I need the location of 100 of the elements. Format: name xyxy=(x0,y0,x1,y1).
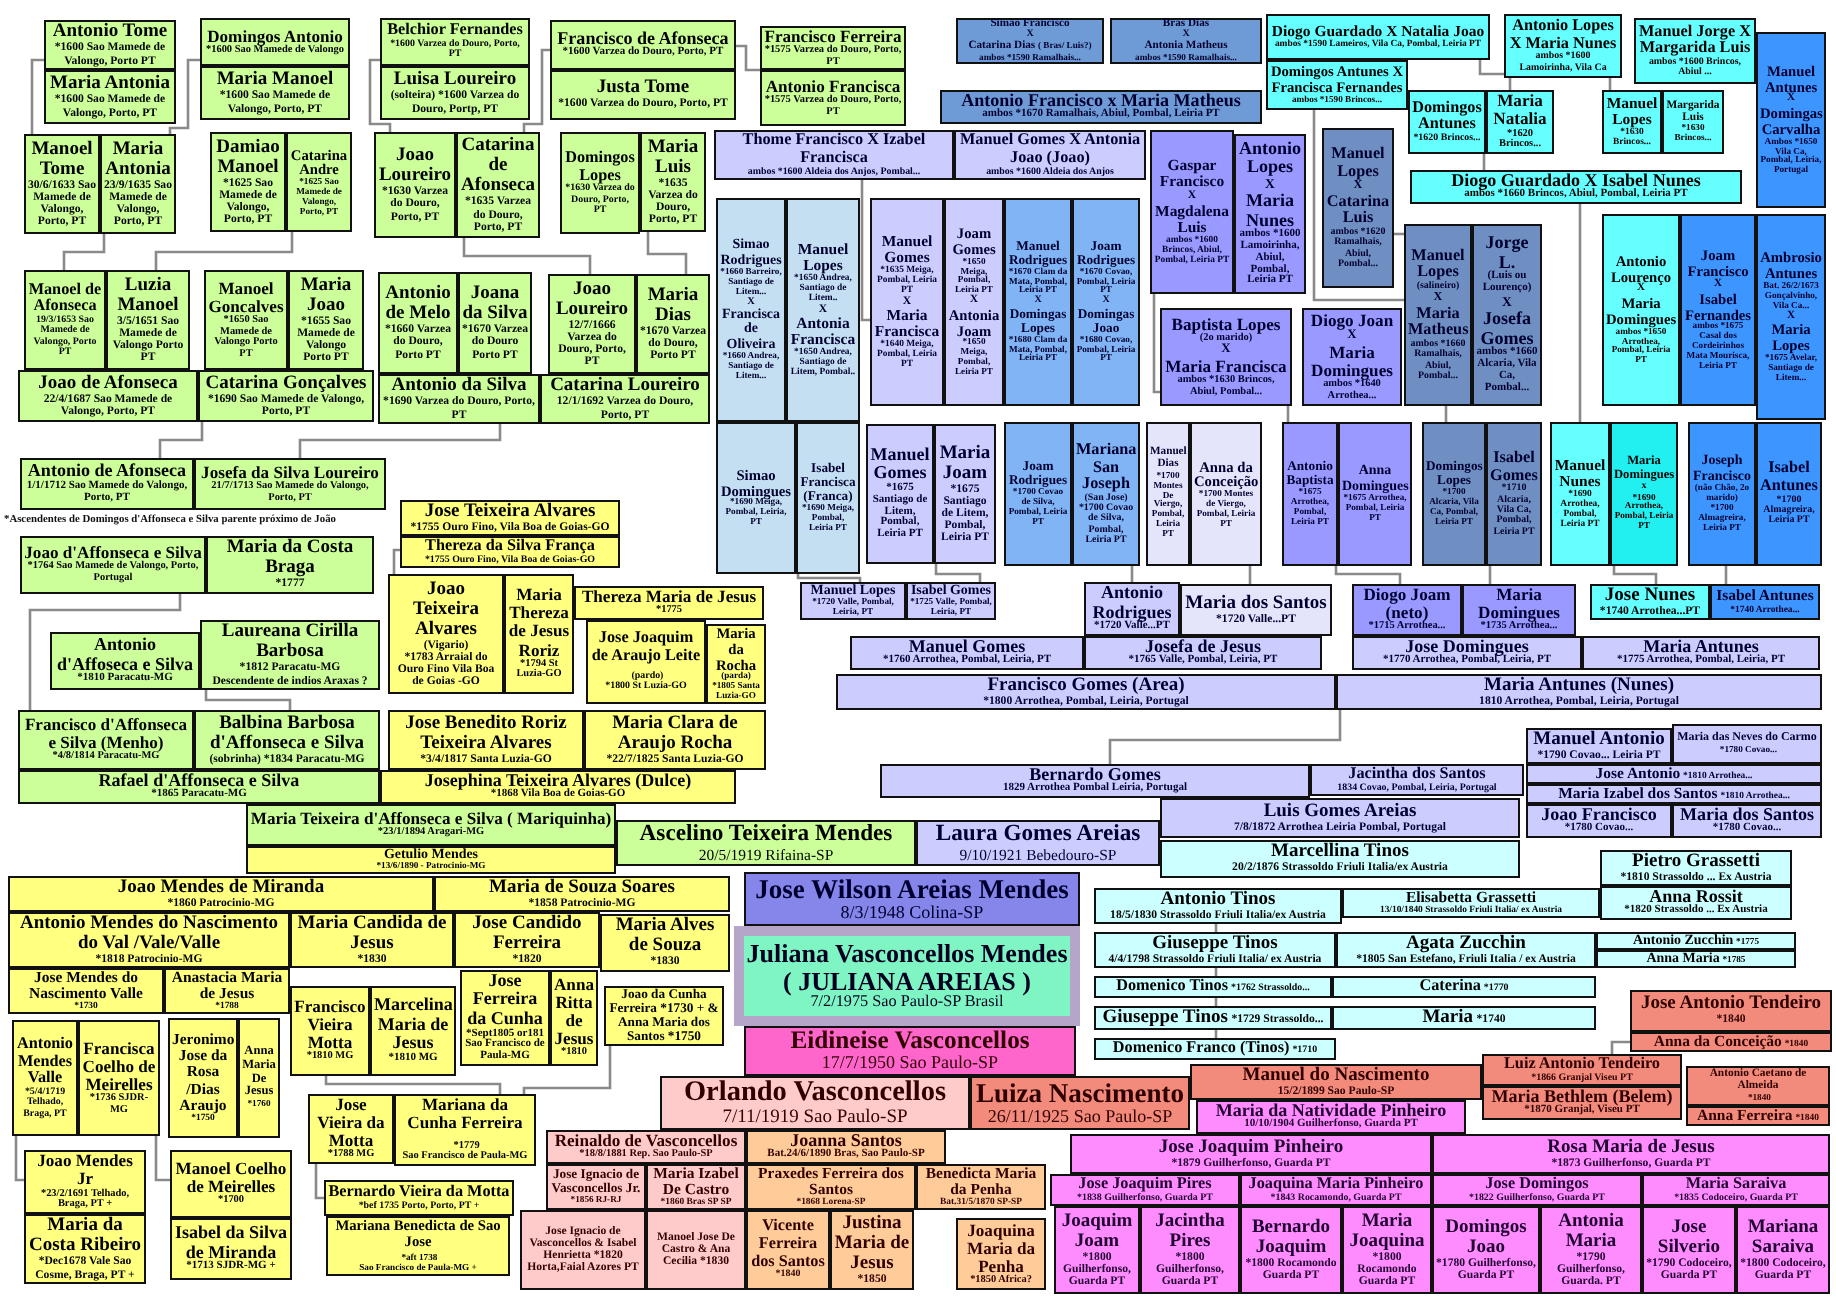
person-name: Manoel de Afonseca xyxy=(28,281,102,315)
person-name: Maria xyxy=(1422,1007,1474,1029)
person-box xyxy=(550,70,736,120)
person-name: Maria Alves de Souza xyxy=(613,916,717,957)
person-box xyxy=(836,674,1336,710)
person-box xyxy=(380,18,530,66)
person-box xyxy=(1332,1006,1596,1030)
person-box xyxy=(636,274,710,374)
connector-line xyxy=(1334,566,1402,584)
person-name: Laureana Cirilla Barbosa xyxy=(219,622,361,663)
person-box xyxy=(1526,728,1672,764)
person-box xyxy=(1630,990,1832,1032)
connector-line xyxy=(1612,566,1658,584)
person-box xyxy=(574,586,764,620)
person-name: Rosa Maria de Jesus xyxy=(1547,1137,1715,1158)
person-box xyxy=(1710,584,1820,620)
person-name: Maria Teixeira d'Affonseca e Silva ( Mariquinha) xyxy=(250,810,612,829)
person-name: Luiza Nascimento xyxy=(975,1079,1185,1108)
person-name: Manoel Tome xyxy=(29,139,95,180)
person-name: Jose Benedito Roriz Teixeira Alvares xyxy=(403,713,569,754)
person-name: Domingos Lopes xyxy=(564,149,636,184)
person-box xyxy=(546,1164,646,1210)
person-box xyxy=(786,198,860,422)
person-name: Belchior Fernandes xyxy=(387,22,523,39)
person-name: Pietro Grassetti xyxy=(1632,851,1760,872)
person-box xyxy=(290,912,454,968)
person-box xyxy=(246,846,616,874)
person-name: Jorge L. xyxy=(1483,234,1531,272)
person-box xyxy=(1432,1174,1642,1206)
person-box xyxy=(380,770,736,804)
person-name: Joao Teixeira Alvares xyxy=(411,579,481,640)
person-name: Reinaldo de Vasconcellos xyxy=(554,1132,738,1151)
person-box xyxy=(18,370,198,422)
person-name: Antonio Tinos xyxy=(1160,889,1276,910)
person-name: Maria Antonia xyxy=(50,74,170,95)
person-box xyxy=(100,134,176,234)
person-name: Domenico Tinos xyxy=(1116,978,1229,996)
connector-line xyxy=(154,232,294,270)
person-box xyxy=(1600,886,1792,920)
person-box xyxy=(1688,422,1756,566)
person-box xyxy=(1338,422,1412,566)
person-name: Luzia Manoel xyxy=(115,275,181,316)
connector-line xyxy=(314,1164,324,1200)
person-name: Manuel Lopes xyxy=(1409,247,1467,281)
person-name: Maria Joaquina xyxy=(1347,1211,1427,1252)
person-box xyxy=(238,1018,280,1138)
person-box xyxy=(940,90,1262,124)
person-name: Josephina Teixeira Alvares (Dulce) xyxy=(424,771,692,790)
person-name: Jose Joaquim Pinheiro xyxy=(1158,1137,1344,1158)
person-box xyxy=(1756,422,1822,566)
person-box xyxy=(1234,134,1306,294)
person-box xyxy=(1486,90,1554,154)
person-box xyxy=(1342,1206,1432,1294)
person-box xyxy=(956,18,1104,64)
person-name: Antonio Mendes Valle xyxy=(16,1036,74,1087)
person-name: Isabel Gomes xyxy=(1490,450,1538,484)
person-name: Jose Wilson Areias Mendes xyxy=(755,875,1069,904)
person-box xyxy=(24,1214,146,1284)
person-name: Maria Clara de Araujo Rocha xyxy=(610,713,740,754)
person-name: Balbina Barbosa d'Affonseca e Silva xyxy=(207,713,367,754)
person-box xyxy=(1526,784,1822,804)
detail-text: 7/11/1919 Sao Paulo-SP xyxy=(722,1108,908,1129)
connector-line xyxy=(30,58,44,134)
person-box xyxy=(200,620,380,690)
person-name: Isabel Antunes xyxy=(1760,460,1818,495)
person-name: Maria Joam xyxy=(938,443,992,484)
person-box xyxy=(286,132,352,232)
connector-line xyxy=(1312,110,1404,302)
person-name: Mariana da Cunha Ferreira xyxy=(405,1096,525,1134)
person-box xyxy=(1410,170,1742,204)
person-box xyxy=(1266,60,1408,110)
person-box xyxy=(1582,636,1820,670)
person-box xyxy=(324,1180,514,1216)
person-box xyxy=(1332,976,1596,998)
person-box xyxy=(746,1164,916,1210)
person-box xyxy=(640,132,706,232)
person-name: Joao Mendes de Miranda xyxy=(117,877,325,898)
person-box xyxy=(1094,1038,1336,1060)
person-box xyxy=(1662,90,1724,154)
person-name: Joao Loureiro xyxy=(378,146,452,187)
person-box xyxy=(1160,308,1292,406)
person-box xyxy=(170,1218,292,1280)
person-name: Luis Gomes Areias xyxy=(1263,801,1417,822)
person-box xyxy=(716,422,796,574)
person-box xyxy=(374,132,456,238)
person-box xyxy=(1110,18,1262,64)
connector-line xyxy=(1578,204,1582,422)
person-name: Thereza da Silva França xyxy=(425,538,595,555)
person-box xyxy=(168,1018,238,1138)
person-name: Jose Joaquim de Araujo Leite xyxy=(590,630,702,666)
person-name: Jose Domingos xyxy=(1485,1176,1589,1193)
person-name: Antonio de Melo xyxy=(383,284,453,325)
person-box xyxy=(1540,1206,1642,1294)
person-name: Maria Luis xyxy=(645,137,701,178)
person-box xyxy=(200,18,350,66)
person-name: Jose Domingues xyxy=(1405,637,1529,656)
person-box xyxy=(20,536,206,594)
connector-line xyxy=(14,1136,24,1182)
person-name: Joanna Santos xyxy=(790,1131,902,1150)
person-box xyxy=(1240,1174,1432,1206)
